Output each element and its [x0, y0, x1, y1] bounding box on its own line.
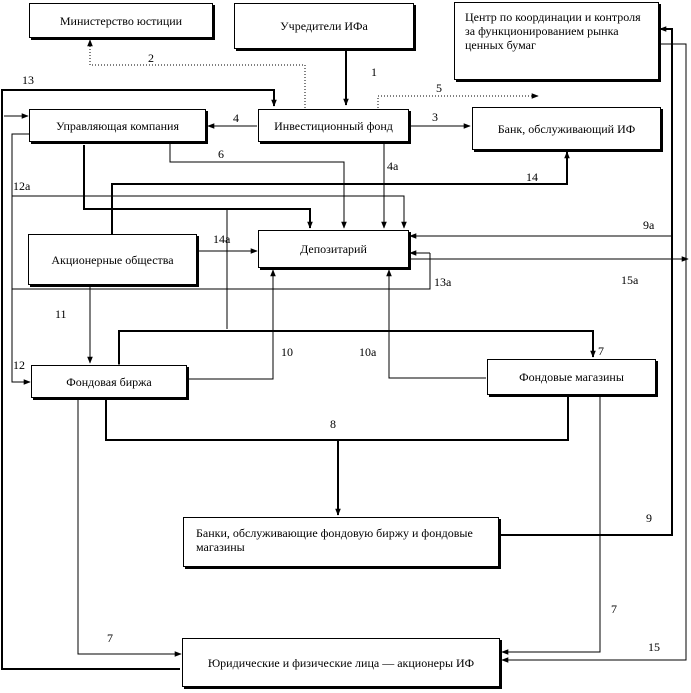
label-15: 15	[648, 640, 660, 654]
label-7-left: 7	[107, 631, 113, 645]
node-shops: Фондовые магазины	[487, 359, 656, 395]
arrow-10	[189, 269, 276, 380]
node-banks-exchange: Банки, обслуживающие фондовую биржу и фо…	[183, 517, 499, 567]
label-14a: 14а	[213, 232, 231, 246]
label-12: 12	[13, 358, 25, 372]
arrow-7-right	[501, 397, 601, 655]
arrow-14	[111, 151, 570, 234]
node-bank-if-label: Банк, обслуживающий ИФ	[497, 121, 636, 136]
arrow-10a	[386, 269, 486, 379]
node-depository-label: Депозитарий	[300, 242, 367, 256]
label-9a: 9а	[643, 218, 655, 232]
label-8: 8	[330, 417, 336, 431]
node-management: Управляющая компания	[29, 109, 206, 142]
arrow-9	[500, 26, 673, 536]
node-fund: Инвестиционный фонд	[258, 109, 409, 142]
label-5: 5	[436, 81, 442, 95]
label-12a: 12а	[13, 179, 31, 193]
label-13: 13	[22, 73, 34, 87]
node-exchange: Фондовая биржа	[31, 365, 187, 398]
node-jsc-label: Акционерные общества	[51, 252, 174, 267]
arrow-15	[501, 41, 687, 663]
node-ministry-label: Министерство юстиции	[59, 13, 183, 28]
node-depository: Депозитарий	[258, 230, 409, 268]
node-exchange-label: Фондовая биржа	[66, 374, 152, 389]
node-shareholders-label: Юридические и физические лица — акционер…	[207, 655, 475, 670]
label-11: 11	[55, 307, 67, 321]
label-14: 14	[526, 170, 538, 184]
node-center: Центр по координации и контроля за функц…	[454, 2, 659, 80]
node-founders-label: Учредители ИФа	[280, 19, 368, 33]
label-1: 1	[371, 65, 377, 79]
label-4a: 4а	[387, 159, 399, 173]
label-15a: 15а	[621, 273, 639, 287]
node-shareholders: Юридические и физические лица — акционер…	[182, 638, 500, 687]
node-fund-label: Инвестиционный фонд	[274, 118, 393, 133]
label-13a: 13а	[434, 275, 452, 289]
label-6: 6	[218, 147, 224, 161]
arrow-12a	[12, 195, 407, 229]
node-banks-exchange-label: Банки, обслуживающие фондовую биржу и фо…	[196, 526, 473, 554]
label-7-right: 7	[611, 602, 617, 616]
node-bank-if: Банк, обслуживающий ИФ	[472, 107, 661, 150]
node-center-label: Центр по координации и контроля за функц…	[465, 10, 641, 52]
label-10: 10	[281, 345, 293, 359]
arrow-7-left	[77, 398, 182, 657]
node-ministry: Министерство юстиции	[29, 3, 213, 38]
arrow-5	[377, 93, 539, 108]
arrow-8	[105, 396, 569, 441]
arrow-6	[169, 142, 347, 229]
node-founders: Учредители ИФа	[234, 3, 414, 49]
arrow-12	[11, 131, 35, 385]
arrow-13a	[12, 253, 431, 290]
arrow-13	[1, 89, 277, 670]
label-10a: 10а	[359, 345, 377, 359]
node-jsc: Акционерные общества	[28, 234, 197, 285]
label-2: 2	[148, 51, 154, 65]
label-3: 3	[432, 110, 438, 124]
node-shops-label: Фондовые магазины	[519, 370, 624, 384]
node-management-label: Управляющая компания	[56, 118, 179, 133]
arrow-management-depository	[83, 145, 313, 229]
label-4: 4	[233, 111, 239, 125]
label-9: 9	[646, 511, 652, 525]
arrow-2	[87, 39, 306, 108]
label-7-shops: 7	[598, 344, 604, 358]
